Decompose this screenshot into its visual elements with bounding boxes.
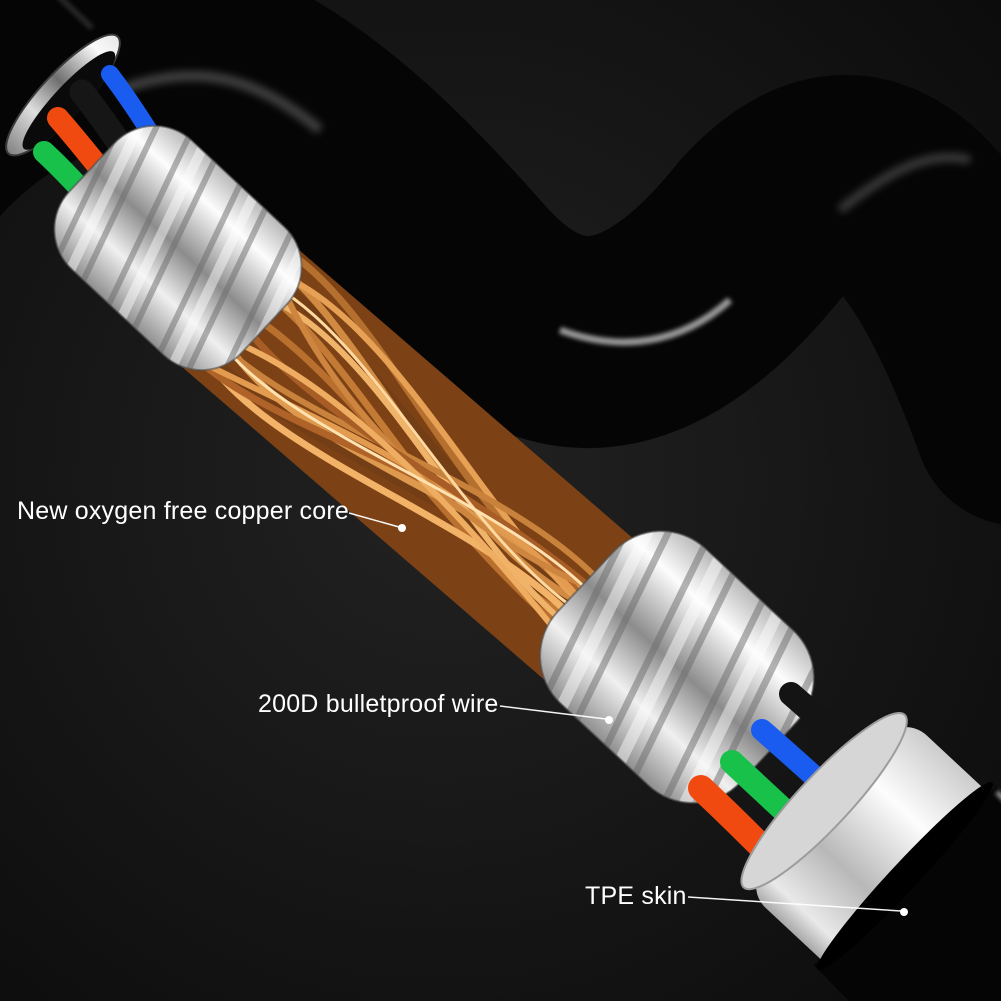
shield-braid-top	[51, 103, 313, 393]
bulletproof-wire-label: 200D bulletproof wire	[258, 690, 499, 718]
tpe-skin-leader-line	[687, 896, 902, 912]
bulletproof-wire-dot	[605, 716, 613, 724]
copper-core-leader-line	[348, 512, 400, 528]
cable-gloss-highlight	[558, 297, 733, 346]
callout-leader-lines	[348, 512, 902, 912]
metal-ring	[5, 33, 121, 157]
outer-jacket-bottom	[813, 781, 1001, 1001]
copper-core-dot	[398, 524, 406, 532]
outer-jacket-top-stub	[0, 0, 108, 140]
tpe-skin-label: TPE skin	[585, 882, 687, 910]
outer-cable-top-curve	[0, 0, 1001, 524]
callout-dots	[398, 524, 908, 916]
tpe-skin-dot	[900, 908, 908, 916]
tpe-inner-sleeve	[740, 711, 991, 968]
cable-gloss-highlight	[837, 152, 972, 214]
copper-core-label: New oxygen free copper core	[17, 497, 349, 525]
cable-gloss-highlight	[118, 70, 324, 134]
bulletproof-wire-leader-line	[499, 705, 607, 720]
